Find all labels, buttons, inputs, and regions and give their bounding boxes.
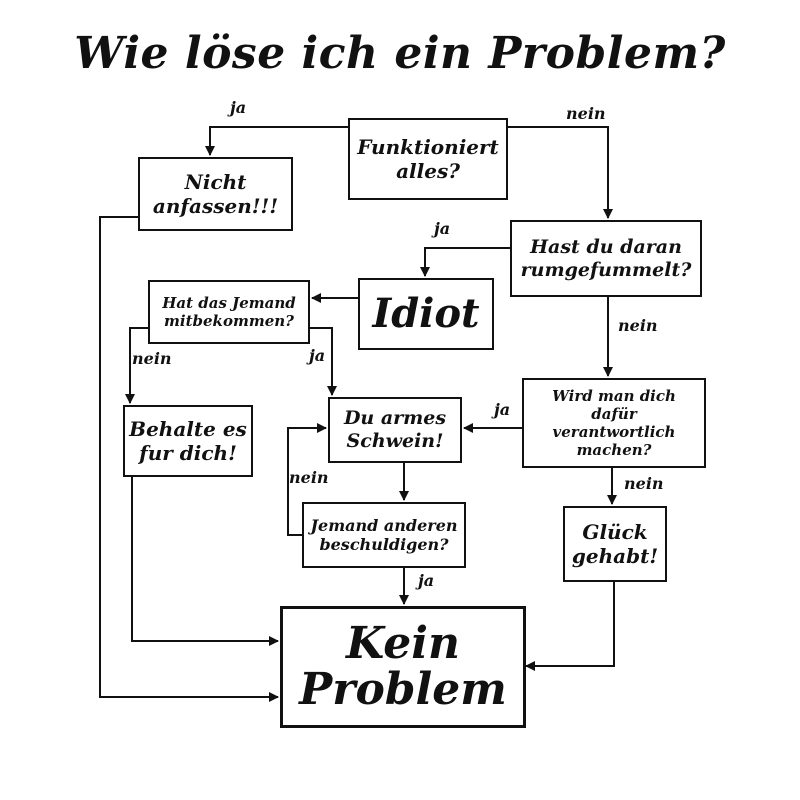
edge-funktioniert-nein [508, 126, 613, 219]
edge-mitbekommen-ja [310, 327, 337, 396]
label-beschuldigen-ja: ja [418, 571, 435, 590]
node-funktioniert: Funktioniert alles? [348, 118, 508, 200]
label-funktioniert-ja: ja [230, 98, 247, 117]
node-jemand-mitbekommen: Hat das Jemand mitbekommen? [148, 280, 310, 344]
node-kein-problem: Kein Problem [280, 606, 526, 728]
node-idiot: Idiot [358, 278, 494, 350]
node-behalte: Behalte es fur dich! [123, 405, 253, 477]
label-verantwortlich-nein: nein [624, 474, 664, 493]
edge-rumgefummelt-ja [420, 247, 512, 277]
label-funktioniert-nein: nein [566, 104, 606, 123]
node-glueck: Glück gehabt! [563, 506, 667, 582]
label-mitbekommen-ja: ja [309, 346, 326, 365]
edge-mitbekommen-nein [125, 327, 150, 404]
node-verantwortlich: Wird man dich dafür verantwortlich mache… [522, 378, 706, 468]
label-rumgefummelt-nein: nein [618, 316, 658, 335]
edge-funktioniert-ja [205, 126, 350, 156]
node-du-armes-schwein: Du armes Schwein! [328, 397, 462, 463]
label-beschuldigen-nein: nein [289, 468, 329, 487]
label-rumgefummelt-ja: ja [434, 219, 451, 238]
page-title: Wie löse ich ein Problem? [74, 28, 726, 79]
node-rumgefummelt: Hast du daran rumgefummelt? [510, 220, 702, 297]
edge-behalte-keinproblem [131, 476, 279, 646]
label-verantwortlich-ja: ja [494, 400, 511, 419]
edge-glueck-keinproblem [525, 581, 615, 671]
edge-beschuldigen-nein [287, 423, 327, 536]
edge-nichtanfassen-keinproblem [99, 216, 279, 702]
label-mitbekommen-nein: nein [132, 349, 172, 368]
node-nicht-anfassen: Nicht anfassen!!! [138, 157, 293, 231]
node-beschuldigen: Jemand anderen beschuldigen? [302, 502, 466, 568]
